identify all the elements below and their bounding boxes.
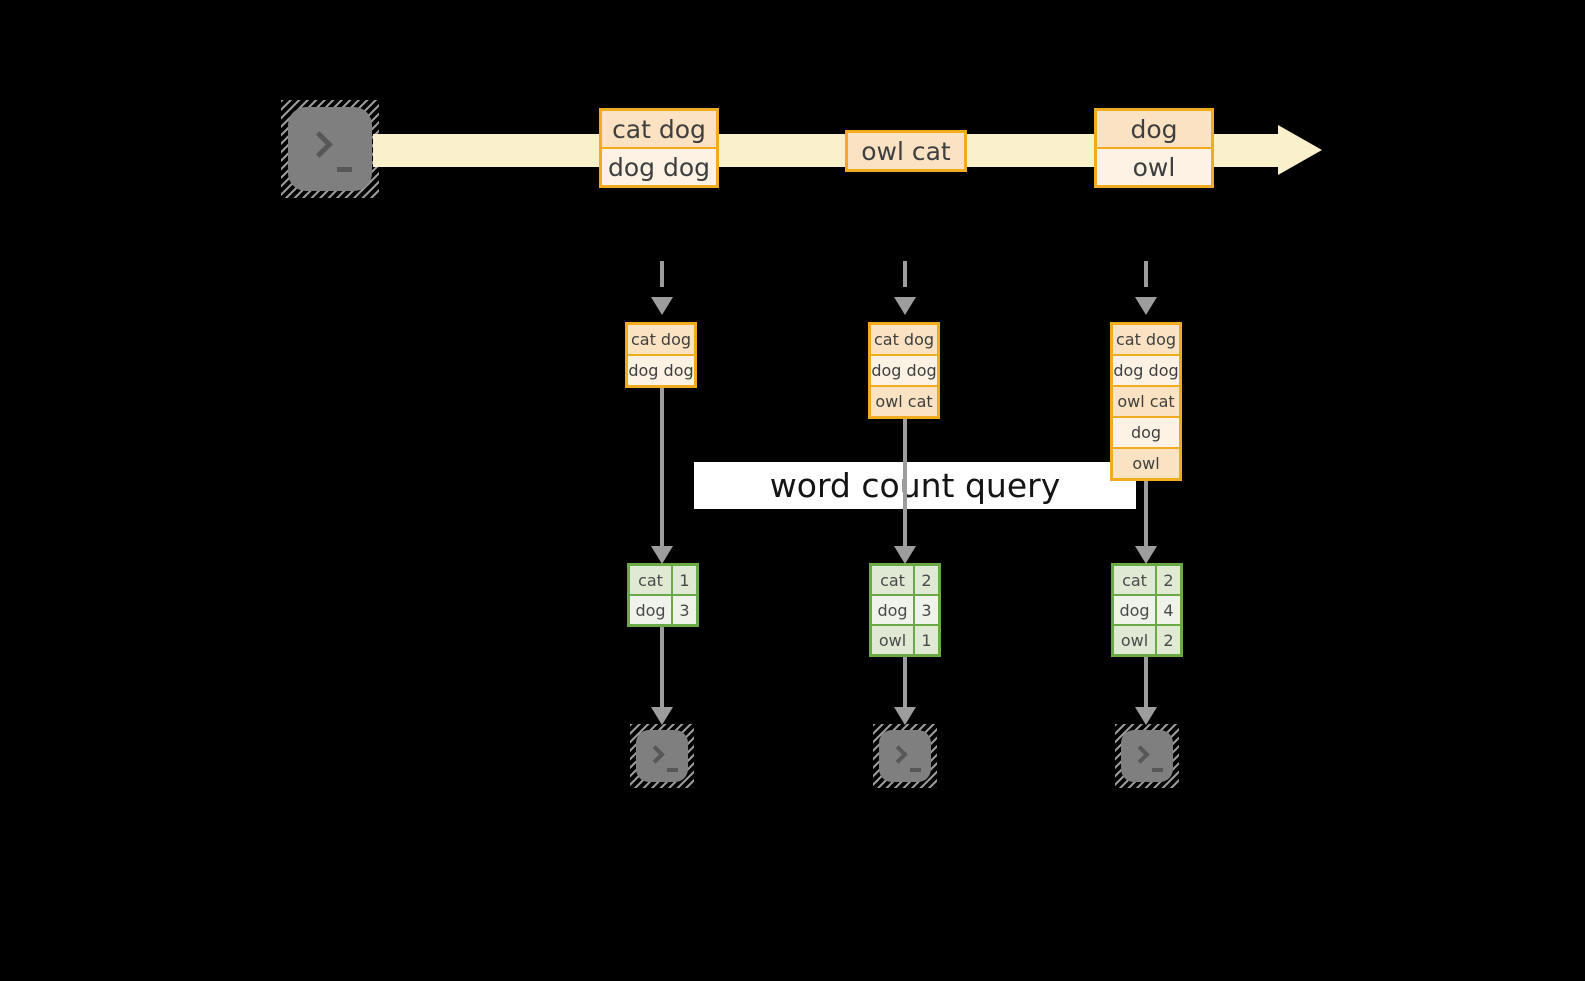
stream-arrowhead-icon <box>1278 125 1322 175</box>
stream-event-box-3: dog owl <box>1094 108 1214 188</box>
table-row: owl 2 <box>1114 624 1180 654</box>
query-arrow-shaft <box>1144 481 1148 546</box>
prompt-chevron-icon <box>306 131 333 158</box>
output-arrowhead-icon <box>651 707 673 725</box>
word-count-table-1: cat 1 dog 3 <box>627 563 699 627</box>
word-cell: dog <box>872 596 915 624</box>
word-cell: dog <box>630 596 673 624</box>
event-line: owl <box>1097 147 1211 185</box>
prompt-cursor-icon <box>910 768 921 772</box>
state-line: cat dog <box>628 325 694 354</box>
word-count-table-2: cat 2 dog 3 owl 1 <box>869 563 941 657</box>
query-arrowhead-icon <box>894 546 916 564</box>
ingest-arrowhead-icon <box>651 297 673 315</box>
table-row: cat 2 <box>872 566 938 594</box>
stream-event-box-2: owl cat <box>845 130 967 172</box>
state-line: cat dog <box>1113 325 1179 354</box>
prompt-cursor-icon <box>1152 768 1163 772</box>
state-box-3: cat dog dog dog owl cat dog owl <box>1110 322 1182 481</box>
terminal-screen <box>1121 730 1173 782</box>
state-line: dog <box>1113 416 1179 447</box>
count-cell: 4 <box>1157 596 1180 624</box>
query-arrowhead-icon <box>1135 546 1157 564</box>
count-cell: 2 <box>1157 626 1180 654</box>
event-line: owl cat <box>848 133 964 169</box>
terminal-screen <box>636 730 688 782</box>
event-line: cat dog <box>602 111 716 147</box>
table-row: dog 3 <box>872 594 938 624</box>
output-terminal-icon <box>630 724 694 788</box>
state-line: dog dog <box>628 354 694 385</box>
count-cell: 1 <box>915 626 938 654</box>
table-row: cat 2 <box>1114 566 1180 594</box>
output-terminal-icon <box>1115 724 1179 788</box>
output-terminal-icon <box>873 724 937 788</box>
state-line: owl cat <box>871 385 937 416</box>
ingest-arrow-shaft <box>660 261 664 297</box>
source-terminal-icon <box>281 100 379 198</box>
event-line: dog <box>1097 111 1211 147</box>
prompt-chevron-icon <box>1131 745 1150 764</box>
state-line: dog dog <box>1113 354 1179 385</box>
prompt-chevron-icon <box>889 745 908 764</box>
output-arrowhead-icon <box>1135 707 1157 725</box>
output-arrow-shaft <box>660 627 664 707</box>
word-cell: owl <box>1114 626 1157 654</box>
count-cell: 3 <box>673 596 696 624</box>
word-cell: dog <box>1114 596 1157 624</box>
state-box-1: cat dog dog dog <box>625 322 697 388</box>
table-row: owl 1 <box>872 624 938 654</box>
query-label: word count query <box>694 462 1136 509</box>
output-arrow-shaft <box>903 657 907 707</box>
ingest-arrow-shaft <box>1144 261 1148 297</box>
ingest-arrowhead-icon <box>1135 297 1157 315</box>
state-line: owl <box>1113 447 1179 478</box>
table-row: cat 1 <box>630 566 696 594</box>
state-box-2: cat dog dog dog owl cat <box>868 322 940 419</box>
word-count-table-3: cat 2 dog 4 owl 2 <box>1111 563 1183 657</box>
word-cell: owl <box>872 626 915 654</box>
state-line: dog dog <box>871 354 937 385</box>
count-cell: 3 <box>915 596 938 624</box>
output-arrowhead-icon <box>894 707 916 725</box>
word-cell: cat <box>630 566 673 594</box>
output-arrow-shaft <box>1144 657 1148 707</box>
query-arrow-shaft <box>903 419 907 546</box>
query-arrow-shaft <box>660 388 664 546</box>
count-cell: 1 <box>673 566 696 594</box>
prompt-chevron-icon <box>646 745 665 764</box>
stream-event-box-1: cat dog dog dog <box>599 108 719 188</box>
query-arrowhead-icon <box>651 546 673 564</box>
table-row: dog 3 <box>630 594 696 624</box>
word-cell: cat <box>872 566 915 594</box>
state-line: owl cat <box>1113 385 1179 416</box>
prompt-cursor-icon <box>337 167 352 172</box>
state-line: cat dog <box>871 325 937 354</box>
event-line: dog dog <box>602 147 716 185</box>
table-row: dog 4 <box>1114 594 1180 624</box>
terminal-screen <box>288 107 372 191</box>
prompt-cursor-icon <box>667 768 678 772</box>
word-cell: cat <box>1114 566 1157 594</box>
ingest-arrowhead-icon <box>894 297 916 315</box>
ingest-arrow-shaft <box>903 261 907 297</box>
terminal-screen <box>879 730 931 782</box>
count-cell: 2 <box>1157 566 1180 594</box>
count-cell: 2 <box>915 566 938 594</box>
